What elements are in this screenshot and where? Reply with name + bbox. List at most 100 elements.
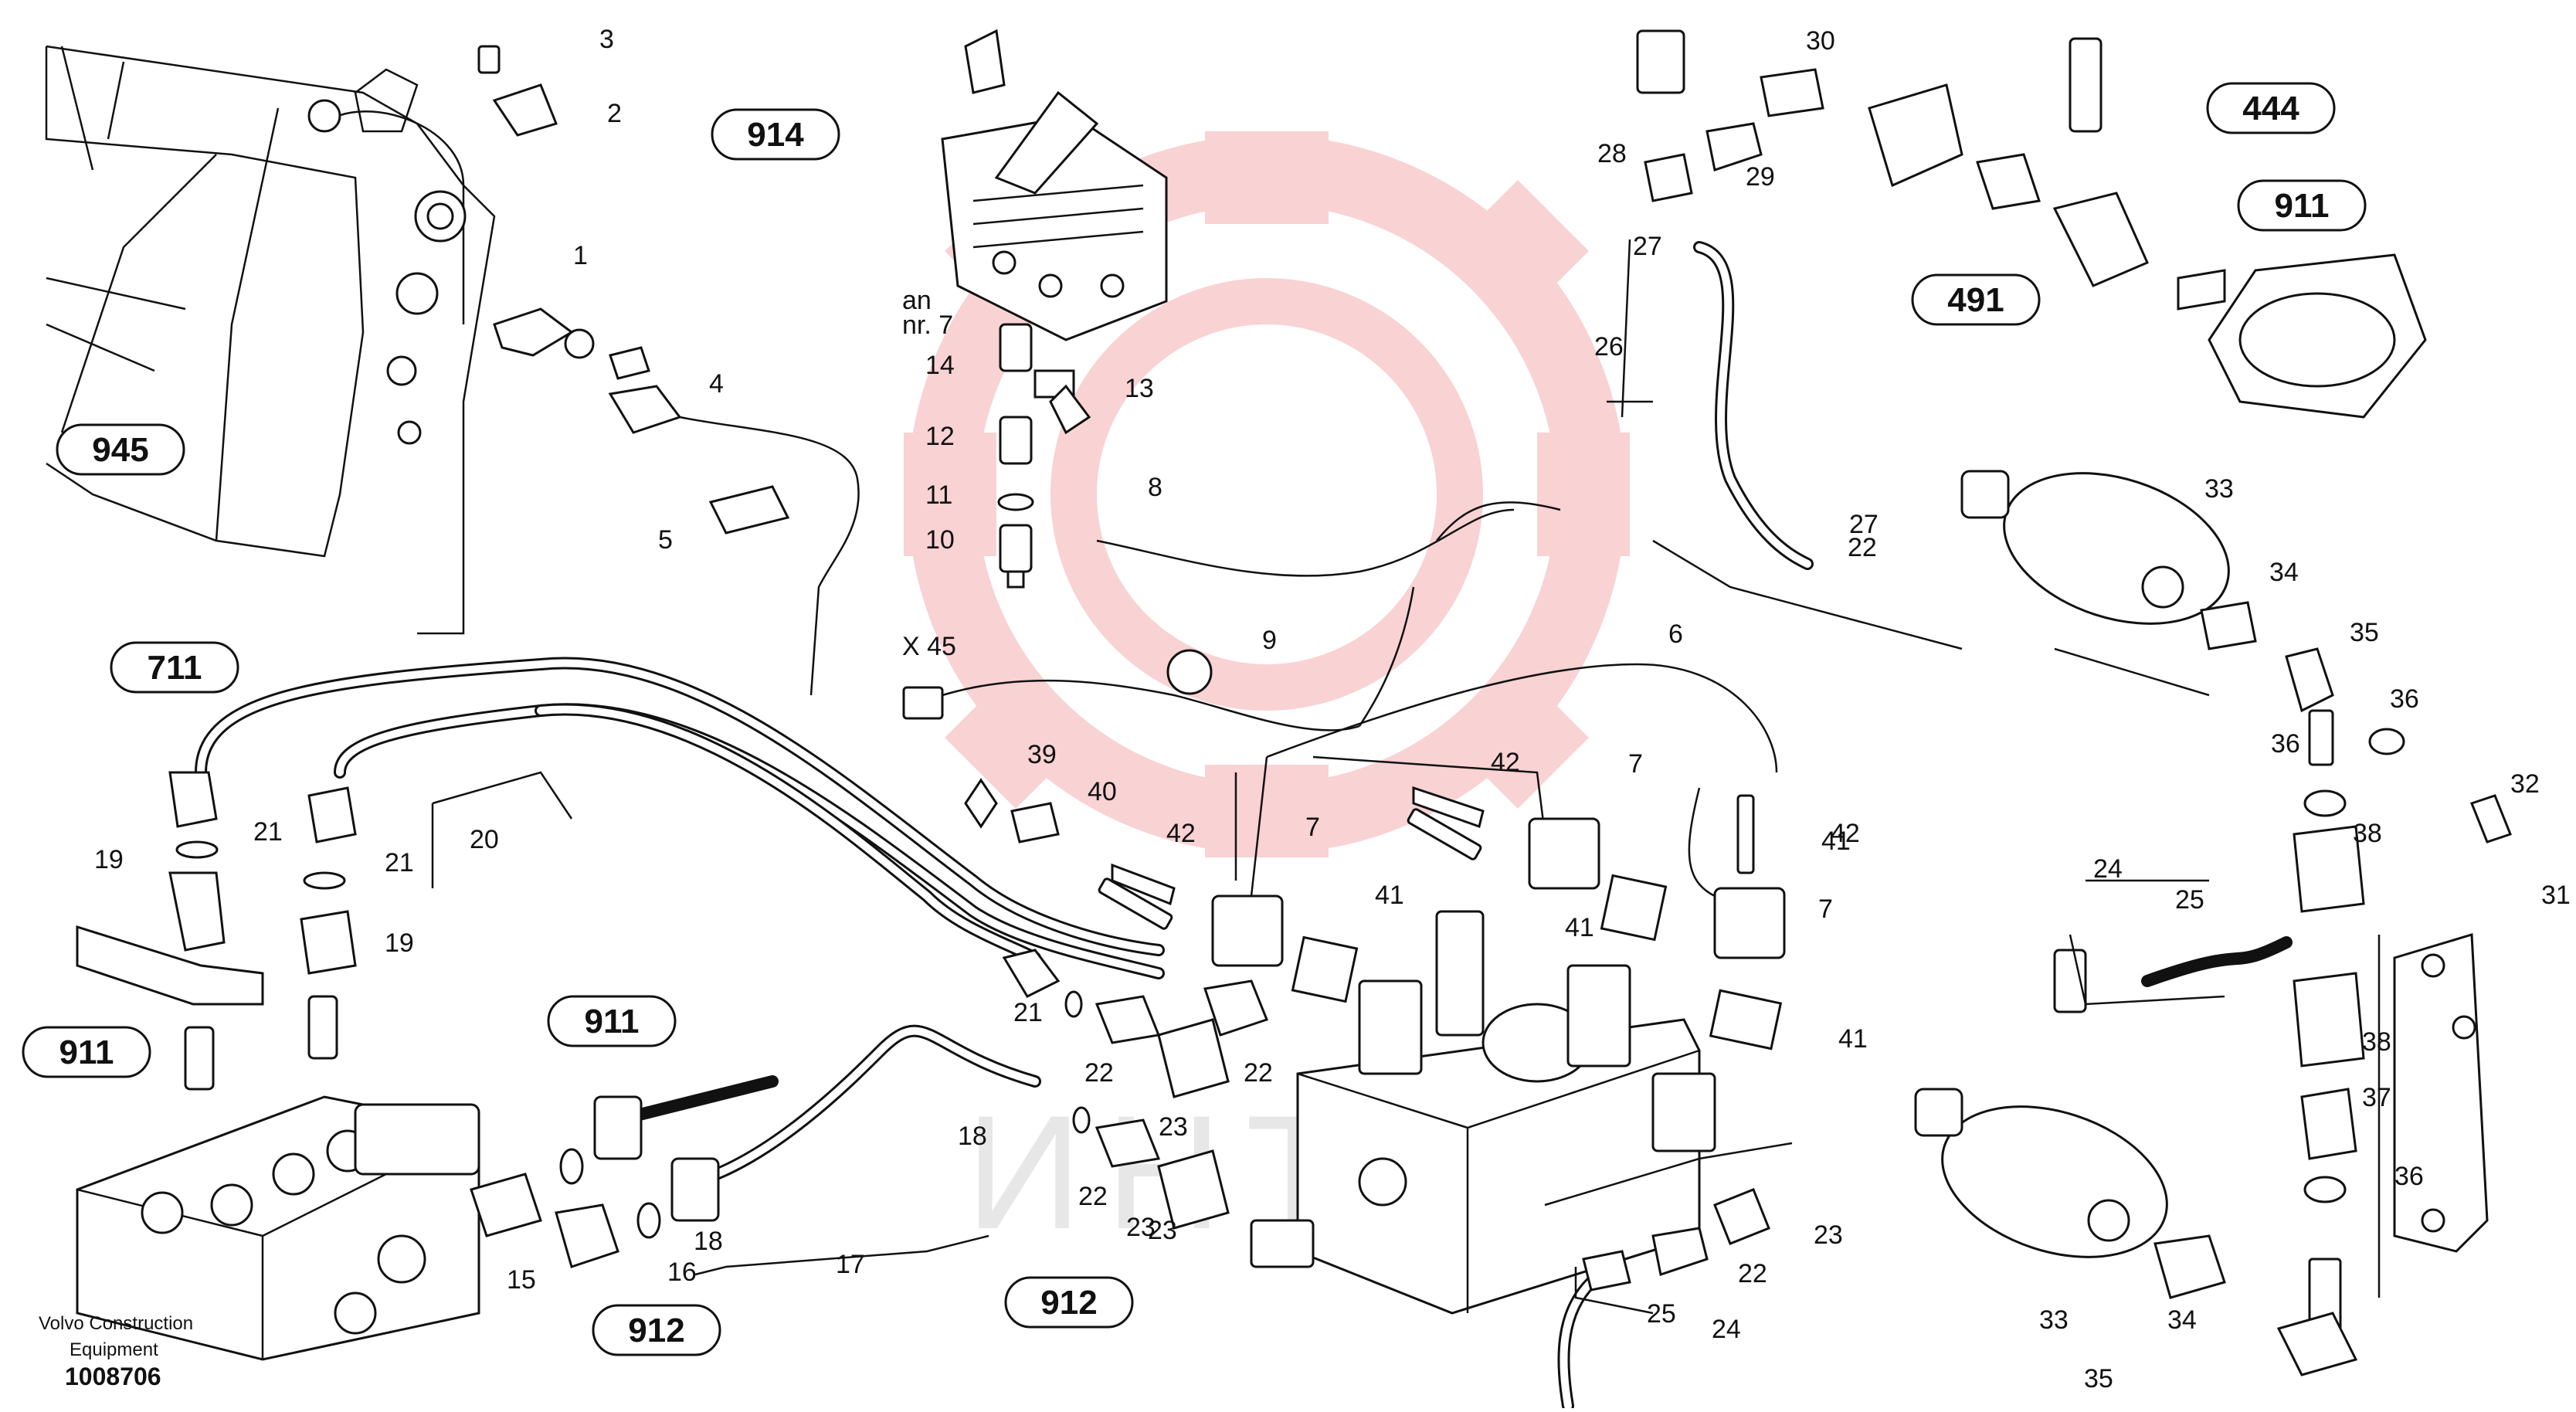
part-number-17: 17 <box>836 1250 865 1279</box>
assembly-ref-444: 444 <box>2206 82 2336 134</box>
assembly-ref-711: 711 <box>110 641 239 694</box>
part-number-7: 7 <box>1818 894 1833 924</box>
part-number-5: 5 <box>658 525 673 555</box>
part-number-36: 36 <box>2394 1162 2424 1191</box>
part-number-36: 36 <box>2390 684 2419 714</box>
svg-text:912: 912 <box>628 1312 684 1349</box>
part-number-16: 16 <box>667 1258 697 1287</box>
part-number-24: 24 <box>1712 1315 1741 1344</box>
connector-label: X 45 <box>902 632 956 661</box>
joystick-valve <box>941 29 1168 341</box>
center-fittings <box>964 778 1770 1292</box>
part-number-3: 3 <box>599 25 614 54</box>
part-number-27: 27 <box>1633 232 1662 261</box>
part-number-28: 28 <box>1597 139 1627 168</box>
note-line-1: an <box>902 286 932 315</box>
part-number-41: 41 <box>1821 826 1851 856</box>
part-number-35: 35 <box>2084 1364 2113 1393</box>
assembly-ref-911: 911 <box>22 1026 151 1078</box>
assembly-ref-912: 912 <box>1004 1276 1134 1329</box>
part-number-6: 6 <box>1668 619 1683 649</box>
maker-line-2: Equipment <box>70 1339 158 1360</box>
part-number-25: 25 <box>1647 1299 1676 1329</box>
bottom-fittings <box>470 1095 720 1268</box>
assembly-ref-491: 491 <box>1911 273 2041 326</box>
part-number-39: 39 <box>1027 740 1057 769</box>
part-number-19: 19 <box>385 928 414 958</box>
part-number-26: 26 <box>1594 332 1624 361</box>
part-number-7: 7 <box>1628 749 1643 779</box>
part-number-15: 15 <box>507 1265 536 1295</box>
part-number-42: 42 <box>1491 748 1520 777</box>
part-number-21: 21 <box>385 848 414 877</box>
part-number-25: 25 <box>2175 885 2204 915</box>
part-number-31: 31 <box>2541 881 2571 910</box>
part-number-41: 41 <box>1838 1024 1868 1054</box>
assembly-ref-945: 945 <box>56 423 185 476</box>
part-number-29: 29 <box>1746 162 1775 192</box>
part-number-18: 18 <box>958 1122 987 1151</box>
part-number-11: 11 <box>925 480 952 510</box>
part-number-8: 8 <box>1148 473 1162 502</box>
part-number-38: 38 <box>2362 1027 2391 1057</box>
svg-text:912: 912 <box>1040 1284 1097 1322</box>
part-number-9: 9 <box>1262 626 1277 655</box>
assembly-ref-911: 911 <box>2237 179 2367 232</box>
part-number-38: 38 <box>2353 819 2382 848</box>
part-number-34: 34 <box>2269 558 2299 587</box>
left-fittings <box>76 771 357 1091</box>
part-number-23: 23 <box>1148 1216 1177 1245</box>
part-number-42: 42 <box>1166 819 1196 848</box>
pressure-sensor <box>608 385 860 696</box>
part-number-40: 40 <box>1088 777 1117 806</box>
part-number-23: 23 <box>1159 1112 1188 1142</box>
part-number-33: 33 <box>2204 474 2234 504</box>
part-number-20: 20 <box>470 825 499 854</box>
main-valve-assembly <box>76 1095 480 1361</box>
part-number-21: 21 <box>253 817 283 847</box>
svg-text:911: 911 <box>59 1034 114 1071</box>
svg-text:491: 491 <box>1947 281 2004 319</box>
fitting-stack <box>997 323 1091 589</box>
part-number-21: 21 <box>1013 998 1043 1027</box>
part-number-36: 36 <box>2271 729 2300 759</box>
part-number-22: 22 <box>1738 1259 1767 1288</box>
part-number-37: 37 <box>2362 1083 2391 1112</box>
maker-line-1: Volvo Construction <box>39 1313 194 1334</box>
part-number-2: 2 <box>607 99 622 128</box>
part-number-12: 12 <box>925 422 955 451</box>
drawing-number: 1008706 <box>65 1363 161 1390</box>
top-right-fittings <box>1636 29 2427 419</box>
accumulators <box>1914 470 2230 1258</box>
part-number-42: 42 <box>1831 819 1860 848</box>
part-number-22: 22 <box>1078 1182 1108 1211</box>
part-number-32: 32 <box>2510 769 2540 799</box>
part-number-18: 18 <box>694 1227 723 1256</box>
assembly-ref-911: 911 <box>547 995 677 1047</box>
loader-frame-drawing <box>45 45 496 635</box>
wiring-harness <box>902 501 1778 898</box>
assembly-ref-912: 912 <box>592 1304 721 1356</box>
part-number-10: 10 <box>925 525 955 555</box>
part-number-22: 22 <box>1084 1058 1114 1088</box>
svg-text:711: 711 <box>148 649 202 687</box>
svg-text:911: 911 <box>2275 187 2330 225</box>
part-number-1: 1 <box>573 241 588 270</box>
leader-lines <box>431 239 2381 1315</box>
solenoid-coils <box>1098 794 1786 1051</box>
part-number-23: 23 <box>1126 1213 1156 1242</box>
watermark-logo-icon <box>904 131 1630 857</box>
part-number-4: 4 <box>709 369 724 399</box>
svg-text:945: 945 <box>92 431 148 469</box>
part-number-27: 27 <box>1849 510 1879 539</box>
part-number-14: 14 <box>925 351 955 380</box>
part-number-24: 24 <box>2093 854 2123 884</box>
part-number-13: 13 <box>1125 374 1154 403</box>
part-number-35: 35 <box>2350 618 2379 647</box>
part-number-33: 33 <box>2039 1305 2069 1335</box>
part-number-23: 23 <box>1814 1220 1843 1250</box>
